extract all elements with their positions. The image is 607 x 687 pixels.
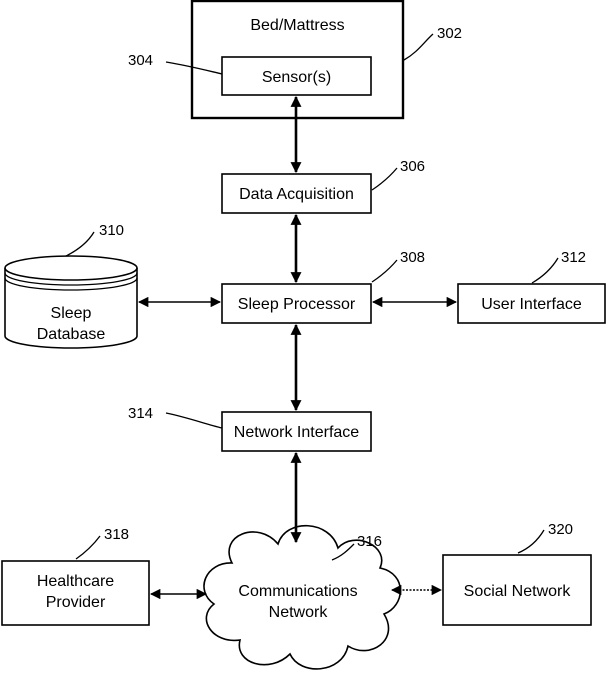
sleep-database-ref-leader — [66, 232, 94, 256]
network-interface-ref-number: 314 — [128, 405, 153, 422]
social-network-label: Social Network — [464, 583, 572, 600]
sleep-processor-label: Sleep Processor — [238, 296, 356, 313]
bed-ref-number: 302 — [437, 25, 462, 42]
sensors-ref-number: 304 — [128, 52, 153, 69]
bed-ref-leader — [404, 34, 433, 60]
user-interface-label: User Interface — [481, 296, 582, 313]
communications-network-ref-number: 316 — [357, 533, 382, 550]
healthcare-provider-node: Healthcare Provider — [2, 561, 149, 625]
sleep-database-ref-number: 310 — [99, 222, 124, 239]
sleep-database-node: Sleep Database — [5, 256, 137, 348]
network-interface-label: Network Interface — [234, 424, 359, 441]
sleep-processor-node: Sleep Processor — [222, 284, 371, 323]
user-interface-ref-leader — [532, 258, 558, 283]
sleep-database-cylinder-top — [5, 256, 137, 280]
network-interface-ref-leader — [166, 413, 222, 428]
network-interface-node: Network Interface — [222, 412, 371, 451]
data-acquisition-ref-leader — [372, 168, 397, 190]
communications-network-label-line1: Communications — [238, 583, 357, 600]
user-interface-node: User Interface — [458, 284, 605, 323]
healthcare-provider-label-line1: Healthcare — [37, 573, 114, 590]
sleep-processor-ref-number: 308 — [400, 249, 425, 266]
social-network-ref-number: 320 — [548, 521, 573, 538]
sleep-database-label-line1: Sleep — [51, 305, 92, 322]
data-acquisition-label: Data Acquisition — [239, 186, 354, 203]
data-acquisition-ref-number: 306 — [400, 158, 425, 175]
user-interface-ref-number: 312 — [561, 249, 586, 266]
healthcare-provider-ref-leader — [76, 536, 100, 559]
social-network-ref-leader — [518, 530, 544, 553]
data-acquisition-node: Data Acquisition — [222, 174, 371, 213]
healthcare-provider-box — [2, 561, 149, 625]
healthcare-provider-label-line2: Provider — [46, 594, 106, 611]
sensors-label: Sensor(s) — [262, 69, 331, 86]
social-network-node: Social Network — [443, 555, 591, 625]
sleep-database-label-line2: Database — [37, 326, 106, 343]
communications-network-label-line2: Network — [269, 604, 329, 621]
bed-mattress-label: Bed/Mattress — [250, 17, 344, 34]
sensors-node: Sensor(s) — [222, 57, 371, 95]
healthcare-provider-ref-number: 318 — [104, 526, 129, 543]
sleep-processor-ref-leader — [372, 260, 397, 282]
